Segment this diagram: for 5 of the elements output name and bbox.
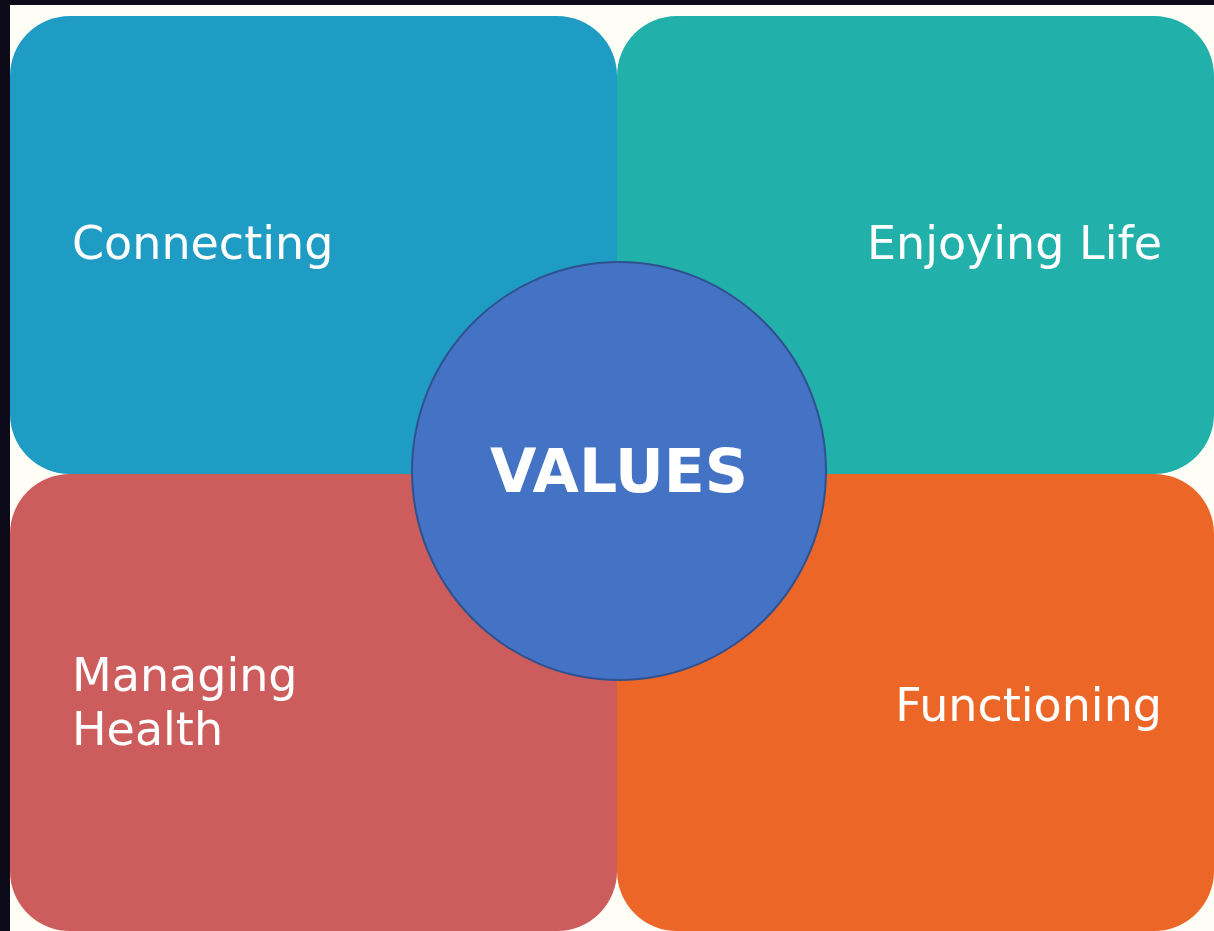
quadrant-label: Managing Health <box>72 648 299 756</box>
quadrant-label: Functioning <box>894 678 1162 732</box>
quadrant-label: Connecting <box>72 216 335 270</box>
center-label: VALUES <box>490 436 748 506</box>
quadrant-label: Enjoying Life <box>865 216 1162 270</box>
